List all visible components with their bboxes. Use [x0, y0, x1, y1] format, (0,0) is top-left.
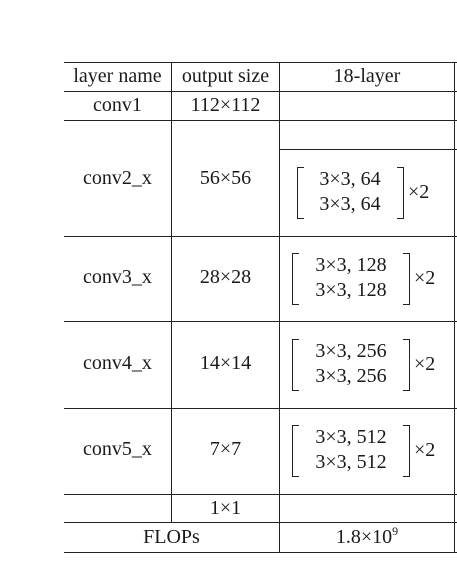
row-conv3-name: conv3_x [83, 266, 152, 288]
col-sep-1 [171, 62, 172, 522]
repeat-count: ×2 [414, 267, 436, 289]
right-bracket [403, 339, 410, 391]
flops-label: FLOPs [143, 526, 200, 548]
right-bracket [403, 253, 410, 305]
row-conv1-name: conv1 [93, 94, 142, 116]
rule-conv3 [64, 321, 457, 322]
rule-conv4 [64, 408, 457, 409]
block-line: 3×3, 64 [319, 168, 381, 190]
left-bracket [292, 339, 299, 391]
rule-conv2-top [280, 149, 457, 150]
row-conv2-name: conv2_x [83, 167, 152, 189]
rule-bottom [64, 552, 457, 553]
left-bracket [292, 253, 299, 305]
left-bracket [292, 425, 299, 477]
row-pool-output: 1×1 [209, 497, 242, 519]
block-line: 3×3, 128 [315, 279, 387, 301]
right-bracket [403, 425, 410, 477]
header-output-size: output size [181, 65, 270, 87]
rule-top [64, 62, 457, 63]
block-line: 3×3, 256 [315, 340, 387, 362]
row-conv1-output: 112×112 [190, 94, 261, 116]
rule-header [64, 91, 457, 92]
block-line: 3×3, 128 [315, 254, 387, 276]
row-conv4-name: conv4_x [83, 352, 152, 374]
right-bracket [397, 167, 404, 219]
repeat-count: ×2 [408, 181, 430, 203]
row-conv4-output: 14×14 [199, 352, 252, 374]
row-conv5-output: 7×7 [209, 438, 242, 460]
rule-conv2 [64, 236, 457, 237]
col-sep-3 [454, 62, 455, 552]
col-sep-2 [279, 62, 280, 552]
row-conv3-output: 28×28 [199, 266, 252, 288]
rule-conv5 [64, 494, 457, 495]
flops-exponent: 9 [392, 524, 399, 538]
repeat-count: ×2 [414, 439, 436, 461]
rule-conv1 [64, 120, 457, 121]
header-layer-name: layer name [73, 65, 162, 87]
block-line: 3×3, 512 [315, 451, 387, 473]
repeat-count: ×2 [414, 353, 436, 375]
flops-value: 1.8×109 [280, 524, 454, 548]
row-conv5-name: conv5_x [83, 438, 152, 460]
block-line: 3×3, 256 [315, 365, 387, 387]
header-18-layer: 18-layer [333, 65, 401, 87]
flops-base: 1.8×10 [335, 526, 393, 548]
left-bracket [297, 167, 304, 219]
block-line: 3×3, 512 [315, 426, 387, 448]
row-conv2-output: 56×56 [199, 167, 252, 189]
rule-pool [64, 522, 457, 523]
block-line: 3×3, 64 [319, 193, 381, 215]
